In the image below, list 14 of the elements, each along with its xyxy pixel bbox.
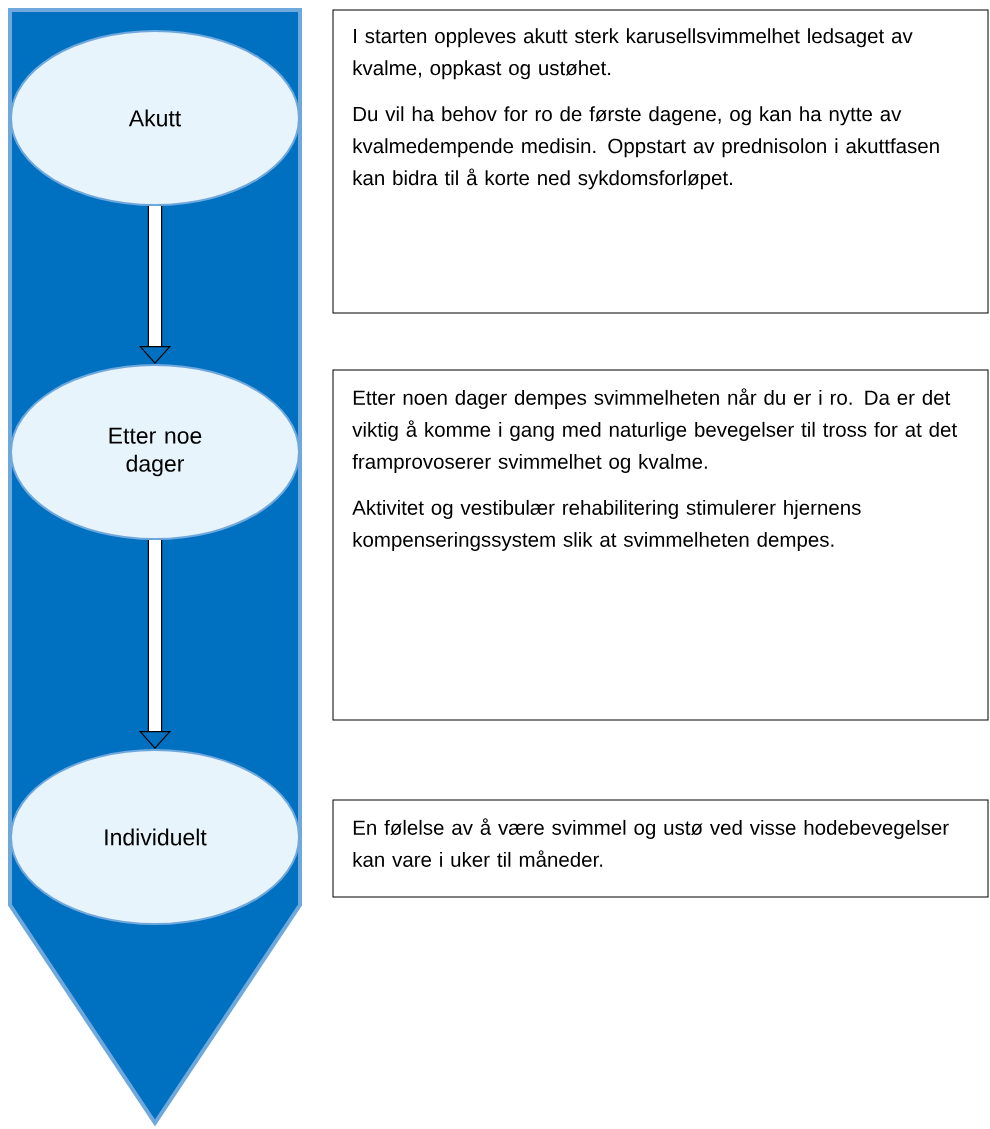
ellipse-label: Akutt [128, 109, 182, 127]
phase-ellipse [10, 364, 300, 540]
phase-ellipse [10, 749, 300, 925]
ellipse-label: Etter noe dager [109, 427, 202, 477]
text-box [332, 369, 989, 721]
paragraph: Du vil ha behov for ro de første dagene, og kan ha nytte av kvalmedempende medisin. Oppstart av prednisolon i akuttfasen kan bidra til å korte ned sykdomsforløpet. [353, 106, 939, 190]
paragraph: Aktivitet og vestibulær rehabilitering stimulerer hjernens kompenseringssystem slik at svimmelheten dempes. [352, 499, 861, 551]
ellipse-label: Individuelt [105, 828, 207, 846]
paragraph: I starten oppleves akutt sterk karusellsvimmelhet ledsaget av kvalme, oppkast og ustøhet. [353, 28, 913, 80]
text-box [332, 799, 989, 898]
paragraph: Etter noen dager dempes svimmelheten når du er i ro. Da er det viktig å komme i gang med naturlige bevegelser til tross for at det framprovoserer svimmelhet og kvalme. [352, 388, 957, 473]
phase-ellipse [10, 30, 300, 206]
text-box [332, 9, 989, 314]
paragraph: En følelse av å være svimmel og ustø ved visse hodebevegelser kan vare i uker til måneder. [353, 818, 949, 867]
